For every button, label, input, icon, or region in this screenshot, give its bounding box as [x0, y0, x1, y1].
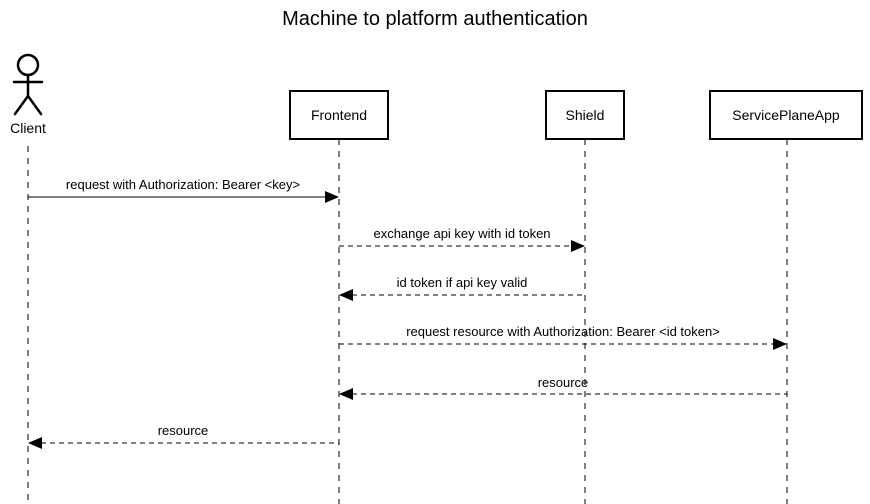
- message-label: resource: [538, 375, 589, 390]
- serviceplaneapp-label: ServicePlaneApp: [732, 107, 840, 123]
- message-label: id token if api key valid: [397, 275, 528, 290]
- message-label: resource: [158, 423, 209, 438]
- message-id-token-if-valid: id token if api key valid: [339, 275, 585, 301]
- arrow-right-icon: [571, 240, 585, 252]
- shield-box: [545, 90, 625, 140]
- client-actor: Client: [10, 53, 46, 136]
- frontend-box: [289, 90, 389, 140]
- arrow-left-icon: [339, 289, 353, 301]
- message-request-resource: request resource with Authorization: Bea…: [339, 324, 787, 350]
- shield-label: Shield: [566, 107, 605, 123]
- participant-frontend: Frontend: [289, 90, 389, 140]
- diagram-title: Machine to platform authentication: [282, 8, 588, 30]
- arrow-left-icon: [28, 437, 42, 449]
- message-resource-to-frontend: resource: [339, 375, 787, 400]
- message-resource-to-client: resource: [28, 423, 339, 449]
- serviceplaneapp-box: [709, 90, 863, 140]
- participant-shield: Shield: [545, 90, 625, 140]
- stick-figure-icon: [12, 53, 44, 116]
- message-label: exchange api key with id token: [373, 226, 550, 241]
- arrow-right-icon: [773, 338, 787, 350]
- frontend-label: Frontend: [311, 107, 367, 123]
- client-label: Client: [10, 120, 46, 136]
- message-request-with-key: request with Authorization: Bearer <key>: [28, 177, 339, 203]
- arrow-left-icon: [339, 388, 353, 400]
- message-exchange-api-key: exchange api key with id token: [339, 226, 585, 252]
- participant-serviceplaneapp: ServicePlaneApp: [709, 90, 863, 140]
- message-label: request with Authorization: Bearer <key>: [66, 177, 300, 192]
- message-label: request resource with Authorization: Bea…: [406, 324, 720, 339]
- arrow-right-icon: [325, 191, 339, 203]
